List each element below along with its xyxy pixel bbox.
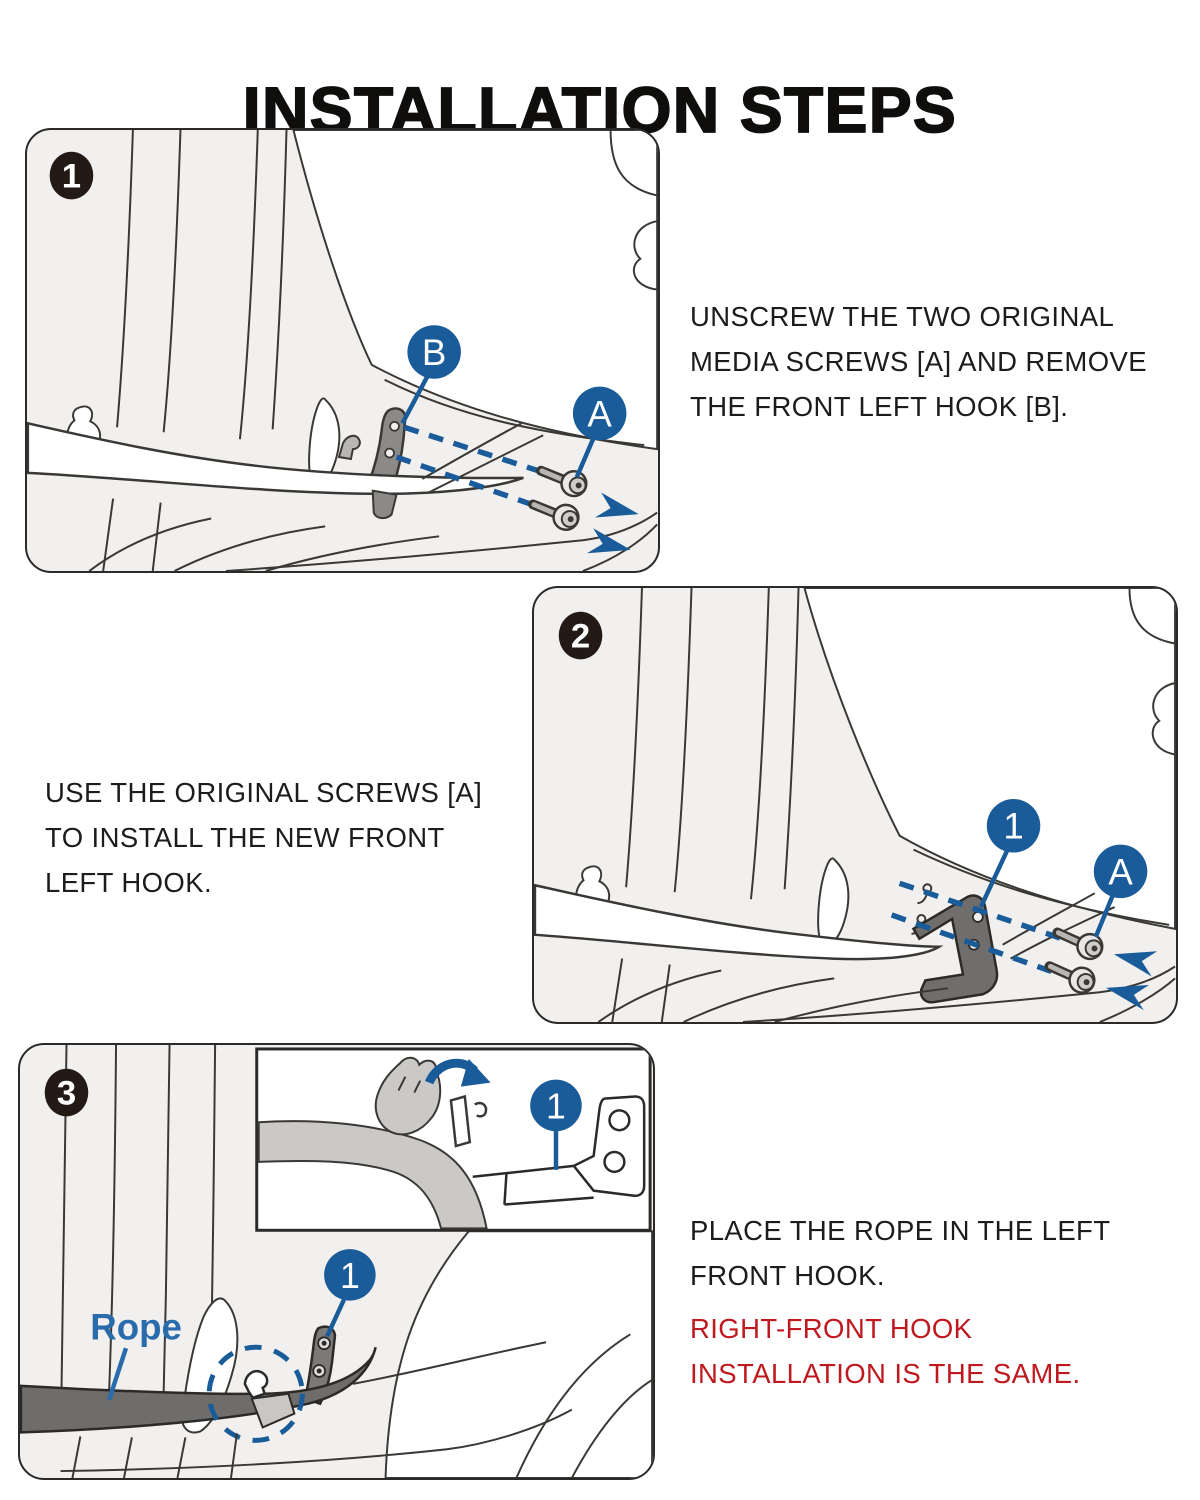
bumper-crease-line	[913, 848, 1170, 926]
bumper-crease-line	[384, 378, 645, 447]
callout-hook-B: B	[400, 325, 461, 425]
rope-label-group: Rope	[90, 1306, 182, 1401]
grille-highlight-blob	[817, 857, 850, 947]
fender-corner-lines	[609, 130, 658, 291]
step3-instruction-note: RIGHT-FRONT HOOK INSTALLATION IS THE SAM…	[690, 1312, 1081, 1389]
remove-direction-arrows	[587, 492, 639, 554]
installed-hook	[303, 1325, 337, 1406]
hook-tip	[243, 1369, 269, 1400]
inset-rope	[257, 1120, 488, 1230]
svg-text:A: A	[1108, 851, 1133, 892]
step1-instruction: UNSCREW THE TWO ORIGINAL MEDIA SCREWS [A…	[690, 300, 1147, 422]
hand-crease-lines	[397, 1076, 422, 1094]
rope-label: Rope	[90, 1306, 182, 1347]
step2-figure: 1 A 2	[532, 586, 1178, 1024]
step2-number-badge: 2	[558, 611, 603, 660]
callout-main-hook-1: 1	[324, 1249, 376, 1338]
install-direction-arrows	[1105, 951, 1158, 1011]
svg-text:1: 1	[340, 1256, 360, 1296]
clip-part	[337, 434, 361, 461]
hand-silhouette	[374, 1056, 442, 1136]
white-strap	[27, 421, 524, 496]
step3-figure: Rope 1	[18, 1043, 655, 1480]
focus-dashed-circle	[206, 1344, 305, 1443]
svg-text:B: B	[422, 332, 446, 373]
callout-screws-A: A	[572, 386, 627, 478]
callout-inset-hook-1: 1	[530, 1079, 582, 1170]
bumper-diagonal-lines	[515, 1333, 653, 1478]
old-front-hook	[367, 407, 407, 491]
hook-post	[449, 1094, 472, 1148]
car-body-lines	[116, 130, 288, 440]
svg-text:1: 1	[546, 1086, 566, 1126]
step2-instruction: USE THE ORIGINAL SCREWS [A] TO INSTALL T…	[45, 776, 483, 898]
svg-text:1: 1	[62, 157, 81, 195]
car-body-lines	[625, 588, 800, 900]
step3-illustration: Rope 1	[20, 1045, 653, 1478]
step3-instruction: PLACE THE ROPE IN THE LEFT FRONT HOOK. RI…	[690, 1208, 1195, 1396]
screw-axis-dashed-lines	[395, 424, 558, 514]
lower-detail-lines	[60, 1341, 573, 1478]
svg-text:A: A	[587, 393, 612, 434]
white-strap	[534, 883, 944, 961]
rope-band	[20, 1346, 377, 1434]
step3-number-badge: 3	[44, 1068, 89, 1117]
step2-illustration: 1 A 2	[534, 588, 1176, 1022]
old-hook-foot	[371, 489, 398, 520]
callout-screws-A: A	[1093, 844, 1148, 938]
svg-text:3: 3	[57, 1074, 76, 1112]
bumper-panel-white	[384, 1230, 653, 1478]
svg-text:1: 1	[1003, 806, 1023, 847]
step1-illustration: B A 1	[27, 130, 658, 571]
rotate-arrow	[425, 1058, 491, 1087]
hook-curl	[474, 1101, 488, 1118]
step3-instruction-primary: PLACE THE ROPE IN THE LEFT FRONT HOOK.	[690, 1214, 1111, 1291]
step1-figure: B A 1	[25, 128, 660, 573]
inset-detail-view: 1	[255, 1047, 652, 1232]
svg-text:2: 2	[571, 617, 590, 655]
screw-axis-dashed-lines	[890, 880, 1069, 978]
hook-lower-wedge	[250, 1392, 296, 1429]
step1-number-badge: 1	[49, 151, 94, 200]
callout-hook-1: 1	[978, 799, 1041, 909]
fender-corner-lines	[1128, 588, 1176, 756]
